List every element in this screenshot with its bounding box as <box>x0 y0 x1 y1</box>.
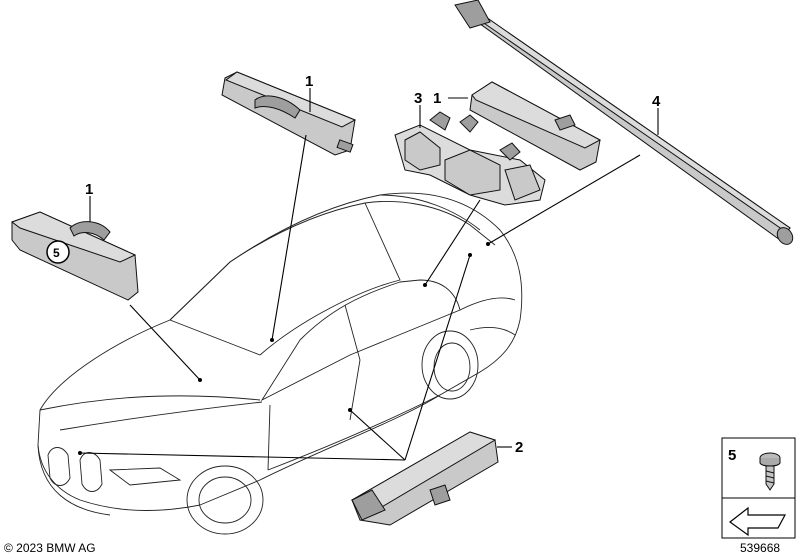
part-3-bracket <box>394 111 546 206</box>
part-1-right-module <box>469 81 602 171</box>
callout-5-circle <box>46 240 70 264</box>
callout-4: 4 <box>652 93 661 110</box>
arrow-icon <box>728 506 787 537</box>
legend-box: 5 <box>721 437 796 539</box>
part-1-top-sensor <box>221 71 357 156</box>
leader-lines <box>78 88 659 461</box>
part-2-bottom-sensor <box>350 431 499 526</box>
part-1-left-sensor <box>10 211 139 301</box>
callout-5: 5 <box>53 246 60 260</box>
part-4-antenna-rod <box>454 0 794 245</box>
copyright-text: © 2023 BMW AG <box>4 541 96 555</box>
screw-icon <box>759 452 781 491</box>
callout-1-left: 1 <box>85 181 93 198</box>
legend-callout-5: 5 <box>728 447 736 464</box>
callout-2: 2 <box>515 439 523 456</box>
callout-1-right: 1 <box>433 90 441 107</box>
callout-1-top: 1 <box>305 73 313 90</box>
diagram-number: 539668 <box>740 541 781 555</box>
callout-3: 3 <box>414 90 422 107</box>
